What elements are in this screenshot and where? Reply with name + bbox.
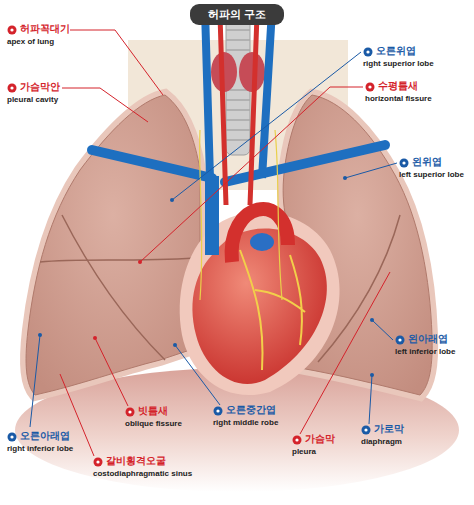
leader-line (30, 335, 40, 427)
part-label-english: left inferior lobe (394, 347, 456, 356)
part-label: 수평틈새 (377, 80, 419, 92)
part-label-english: right middle robe (212, 418, 279, 427)
leader-dot (38, 333, 42, 337)
part-label: 빗틈새 (137, 405, 169, 417)
part-label-english: right superior lobe (362, 59, 435, 68)
part-label: 가슴막안 (19, 81, 61, 93)
part-label: 갈비횡격오굴 (105, 455, 167, 467)
part-label-english: pleura (291, 447, 317, 456)
leader-line (60, 374, 94, 456)
title-banner: 허파의 구조 (190, 4, 285, 25)
part-label-english: apex of lung (6, 37, 55, 46)
jugular-vein (205, 10, 272, 178)
part-label-english: diaphragm (360, 437, 403, 446)
leader-line (372, 320, 393, 340)
leader-line (62, 88, 148, 122)
fissure-line (62, 215, 165, 360)
pulmonary-trunk (250, 233, 274, 251)
leader-line (95, 338, 128, 406)
pericardium (180, 212, 340, 395)
part-label: 왼위엽 (411, 156, 443, 168)
leader-lines (30, 30, 397, 456)
coronary-vessels (240, 250, 305, 370)
part-label: 가슴막 (304, 433, 336, 445)
leader-dots (38, 176, 374, 377)
leader-dot (173, 343, 177, 347)
label-icons (8, 26, 409, 467)
part-label-english: left superior lobe (398, 170, 465, 179)
fissure-line (40, 258, 195, 262)
part-label-english: oblique fissure (124, 419, 183, 428)
part-label-english: right inferior lobe (6, 444, 74, 453)
leader-dot (370, 373, 374, 377)
pleura-band (26, 95, 200, 395)
part-label: 오른아래엽 (19, 430, 71, 442)
vena-cava (205, 176, 219, 255)
part-label-english: costodiaphragmatic sinus (92, 469, 193, 478)
leader-line (140, 87, 363, 262)
leader-line (172, 52, 361, 200)
part-label-english: pleural cavity (6, 95, 59, 104)
part-label-english: horizontal fissure (364, 94, 433, 103)
part-label: 왼아래엽 (407, 333, 449, 345)
leader-line (300, 272, 390, 434)
brachiocephalic-vein (92, 145, 385, 182)
leader-line (345, 163, 397, 178)
leader-dot (170, 198, 174, 202)
leader-line (70, 30, 163, 95)
leader-dot (138, 260, 142, 264)
part-label: 오른위엽 (375, 45, 417, 57)
carotid-artery (220, 15, 257, 205)
part-label: 허파꼭대기 (19, 23, 71, 35)
nerve (200, 130, 282, 300)
part-label: 오른중간엽 (225, 404, 277, 416)
leader-dot (370, 318, 374, 322)
part-label: 가로막 (373, 423, 405, 435)
leader-dot (93, 336, 97, 340)
leader-line (369, 375, 372, 424)
leader-dot (343, 176, 347, 180)
leader-line (175, 345, 220, 405)
right-lung (26, 95, 200, 395)
